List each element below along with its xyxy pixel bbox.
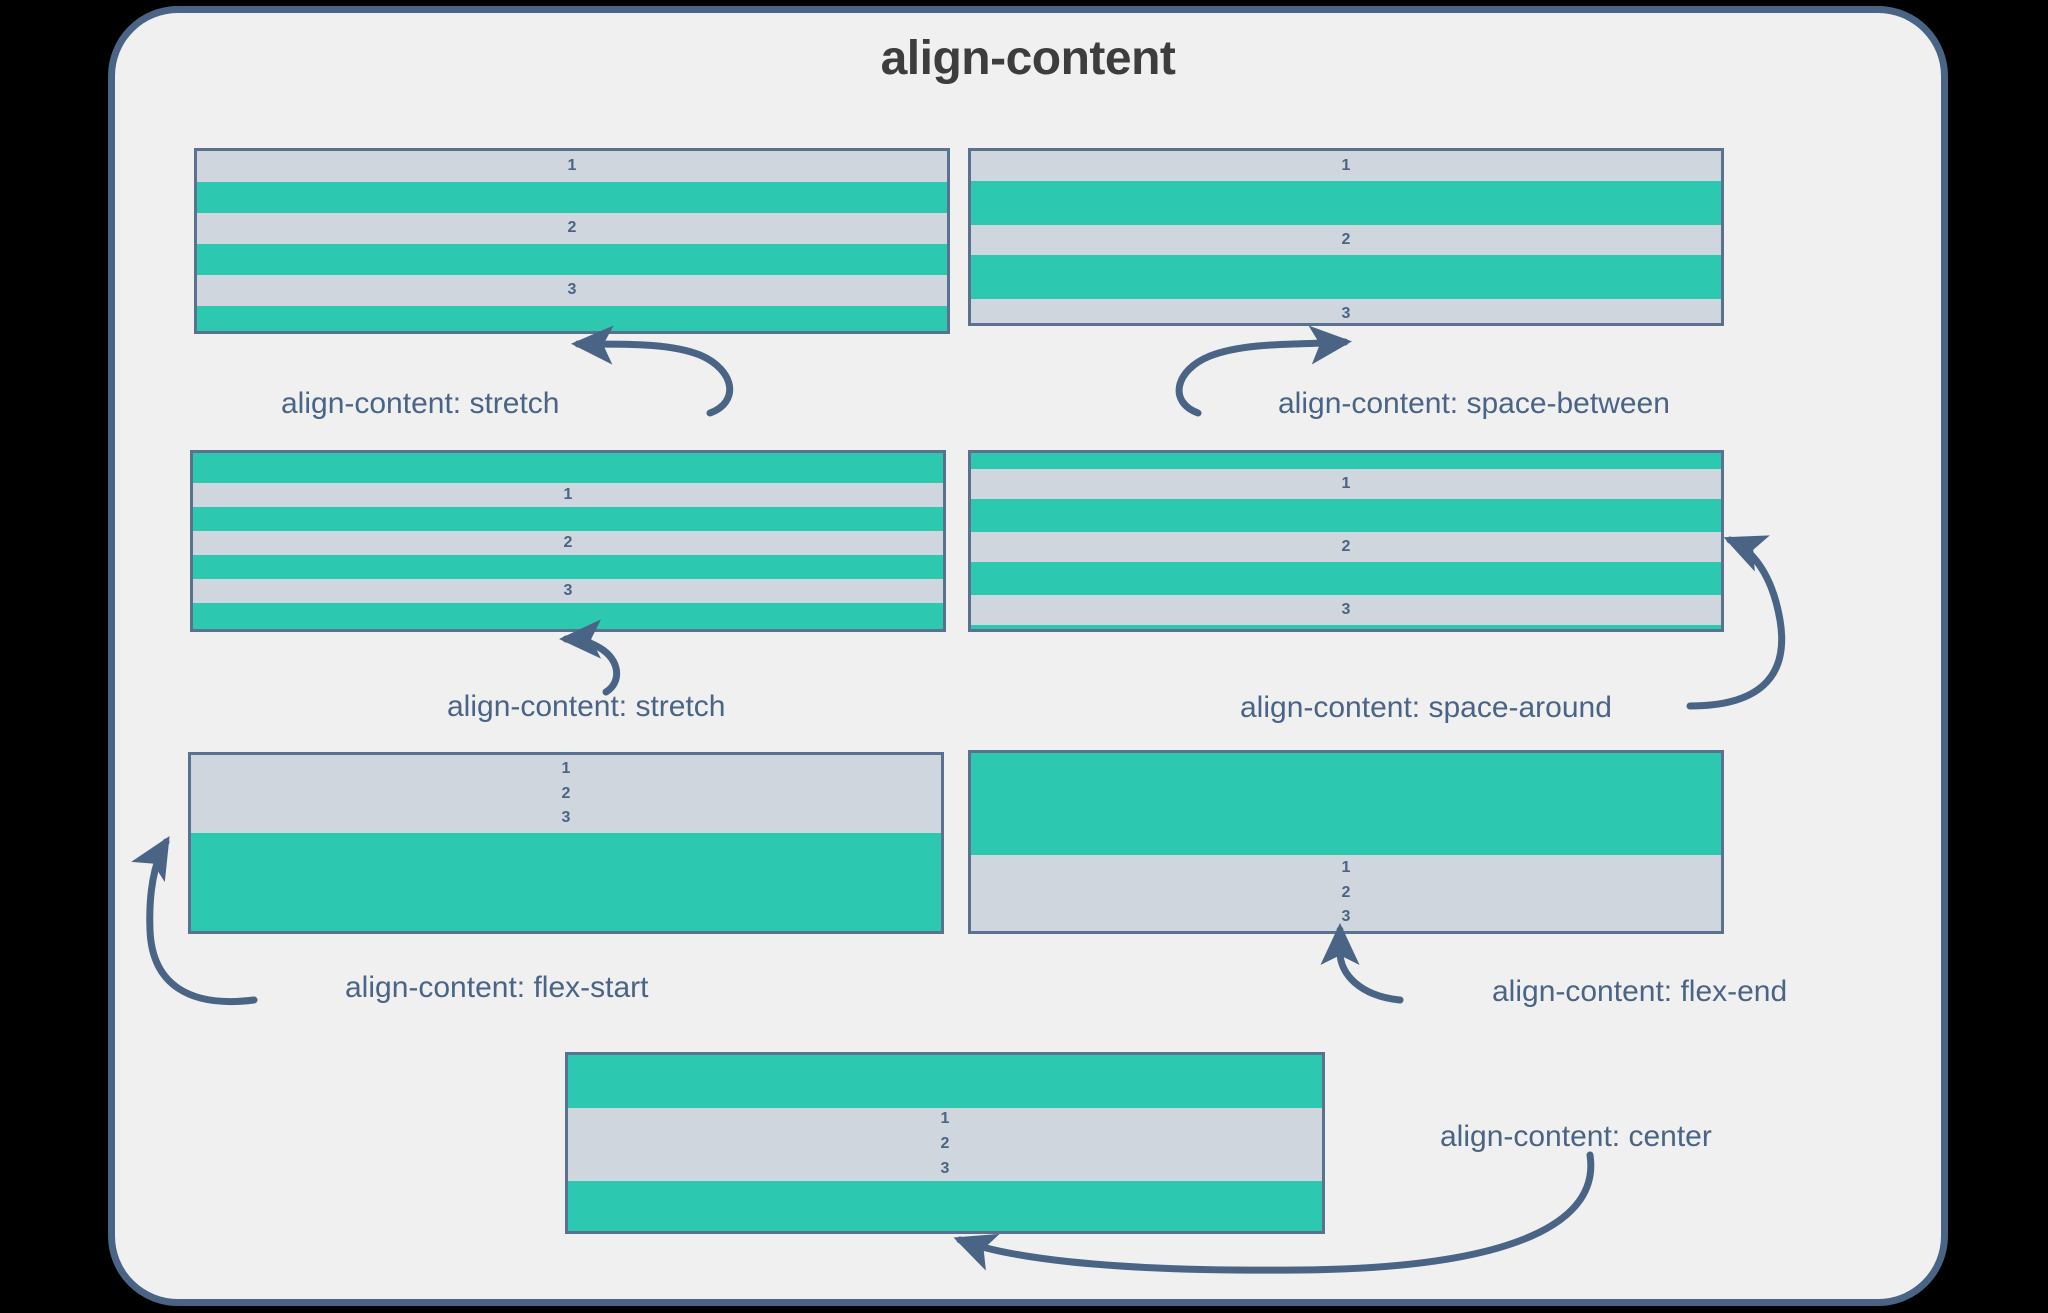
caption-stretch-top: align-content: stretch [281, 387, 560, 420]
demo-box-space-between: 1 2 3 [968, 148, 1724, 326]
demo-box-flex-start: 1 2 3 [188, 752, 944, 934]
page-title: align-content [880, 32, 1176, 85]
free-space [971, 255, 1721, 299]
free-space [193, 453, 943, 483]
free-space [971, 181, 1721, 225]
free-space [197, 306, 947, 331]
caption-flex-start: align-content: flex-start [345, 971, 649, 1004]
flex-item-3: 3 [971, 299, 1721, 323]
demo-box-stretch-top: 1 2 3 [194, 148, 950, 334]
free-space [971, 625, 1721, 629]
flex-item-1: 1 [197, 151, 947, 182]
caption-space-between: align-content: space-between [1278, 387, 1670, 420]
caption-center: align-content: center [1440, 1120, 1712, 1153]
flex-items-group: 1 2 3 [568, 1108, 1322, 1181]
flex-items-group: 1 2 3 [191, 755, 941, 833]
free-space [971, 562, 1721, 595]
caption-space-around: align-content: space-around [1240, 691, 1612, 724]
caption-flex-end: align-content: flex-end [1492, 975, 1788, 1008]
free-space [568, 1181, 1322, 1231]
free-space [197, 244, 947, 275]
free-space [193, 555, 943, 579]
flex-item-3: 3 [971, 595, 1721, 625]
free-space [191, 833, 941, 931]
flex-item-2: 2 [971, 225, 1721, 255]
demo-box-center: 1 2 3 [565, 1052, 1325, 1234]
flex-item-1: 1 [971, 151, 1721, 181]
flex-item-1: 1 [971, 469, 1721, 499]
free-space [971, 499, 1721, 532]
flex-item-1: 1 [193, 483, 943, 507]
flex-items-group: 1 2 3 [971, 855, 1721, 931]
free-space [193, 603, 943, 629]
free-space [193, 507, 943, 531]
free-space [971, 753, 1721, 855]
flex-item-3: 3 [197, 275, 947, 306]
caption-stretch-mid: align-content: stretch [447, 690, 726, 723]
free-space [197, 182, 947, 213]
flex-item-3: 3 [193, 579, 943, 603]
flex-item-2: 2 [197, 213, 947, 244]
free-space [568, 1055, 1322, 1108]
demo-box-stretch-mid: 1 2 3 [190, 450, 946, 632]
demo-box-flex-end: 1 2 3 [968, 750, 1724, 934]
free-space [971, 453, 1721, 469]
flex-item-2: 2 [193, 531, 943, 555]
flex-item-2: 2 [971, 532, 1721, 562]
demo-box-space-around: 1 2 3 [968, 450, 1724, 632]
